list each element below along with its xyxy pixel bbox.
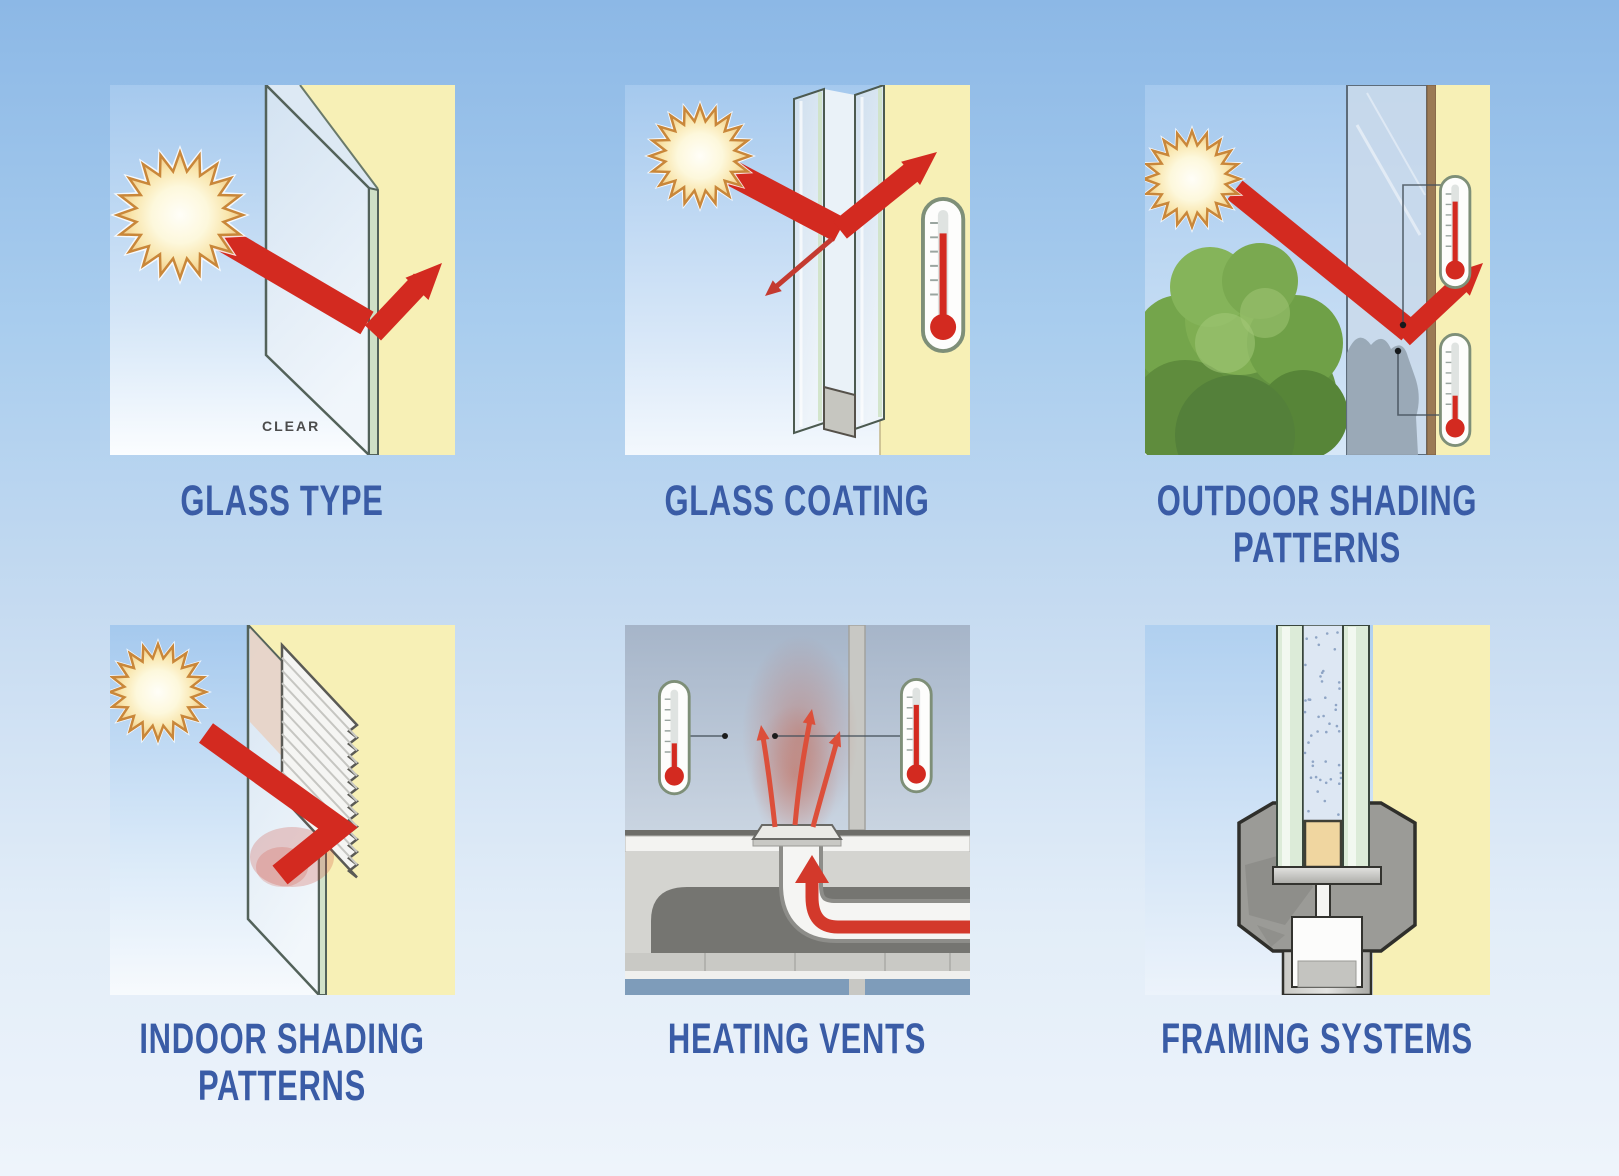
thermal-break-slot — [1315, 883, 1331, 918]
thermometer-cold-icon — [1439, 332, 1472, 448]
insulation-channel — [1302, 625, 1344, 822]
bouncing-ray-arrow-icon — [198, 723, 358, 885]
framing-systems-illustration — [1145, 625, 1490, 995]
floor-strip — [625, 979, 970, 995]
panel-title-outdoor-shading: OUTDOOR SHADING PATTERNS — [1156, 477, 1478, 572]
panel-indoor-shading — [110, 625, 455, 995]
connector-line-sunny — [1402, 184, 1441, 325]
thermometer-hot-icon — [1439, 175, 1472, 290]
floor-ledge — [625, 953, 970, 971]
heating-vents-illustration — [625, 625, 970, 995]
panel-heating-vents — [625, 625, 970, 995]
thermometer-hot-icon — [900, 678, 933, 794]
connector-line-shaded — [1397, 351, 1441, 416]
glass-coating-illustration — [625, 85, 970, 455]
glass-pane-left — [1276, 625, 1304, 884]
glass-pane-right — [1342, 625, 1370, 884]
glass-type-illustration: CLEAR — [110, 85, 455, 455]
vent-grille-icon — [751, 824, 843, 847]
panel-title-glass-coating: GLASS COATING — [664, 477, 930, 525]
panel-title-glass-type: GLASS TYPE — [180, 477, 384, 525]
inner-glass-pane — [854, 85, 885, 431]
sun-icon — [1145, 125, 1246, 233]
metal-strip — [1272, 866, 1382, 885]
interior-wall — [300, 85, 455, 455]
sun-icon — [110, 638, 212, 746]
panel-title-heating-vents: HEATING VENTS — [667, 1015, 927, 1063]
panel-title-framing-systems: FRAMING SYSTEMS — [1161, 1015, 1473, 1063]
heat-flow-arrow — [795, 855, 970, 934]
sun-icon — [644, 100, 756, 212]
panel-outdoor-shading — [1145, 85, 1490, 455]
reflected-ray-arrow-icon — [723, 152, 937, 296]
panel-framing-systems — [1145, 625, 1490, 995]
outdoor-shading-illustration — [1145, 85, 1490, 455]
tree-icon — [1145, 243, 1348, 455]
panel-glass-coating — [625, 85, 970, 455]
panel-title-indoor-shading: INDOOR SHADING PATTERNS — [139, 1015, 425, 1110]
thermometer-icon — [921, 196, 966, 353]
spacer-block — [1303, 819, 1343, 869]
cavity-metal — [1297, 960, 1357, 988]
sun-ray-arrow-icon — [203, 219, 442, 341]
pane-gap — [824, 89, 855, 429]
indoor-shading-illustration — [110, 625, 455, 995]
wall-edge-strip — [1426, 85, 1437, 455]
window-glass — [1346, 85, 1428, 455]
panel-glass-type: CLEAR — [110, 85, 455, 455]
pane-spacer — [823, 385, 856, 439]
mullion-stub — [849, 979, 865, 995]
floor-edge — [625, 971, 970, 979]
clear-glass-label: CLEAR — [262, 418, 320, 434]
tree-shadow-on-glass — [1347, 337, 1419, 455]
glass-top-face — [266, 85, 378, 189]
thermometer-cold-icon — [658, 680, 691, 796]
sun-icon — [110, 145, 250, 285]
